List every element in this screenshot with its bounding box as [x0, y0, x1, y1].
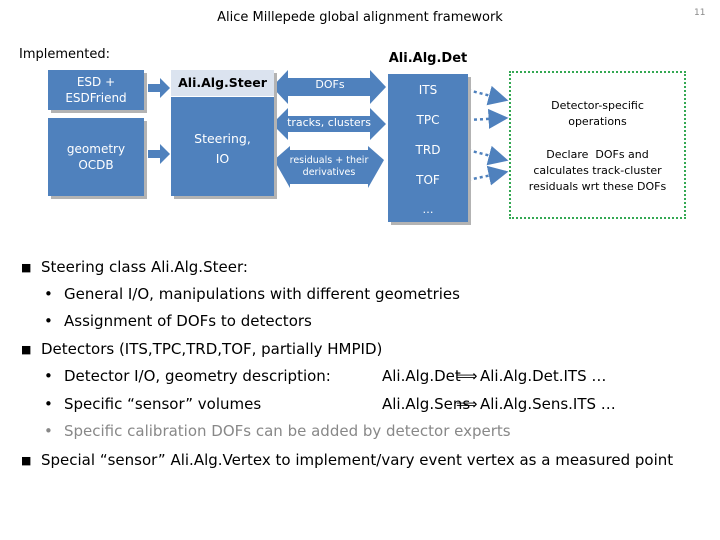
detector-ops-box: Detector-specific operations Declare DOF…	[509, 71, 686, 219]
det-box: ITS TPC TRD TOF …	[388, 74, 468, 222]
square-bullet-icon: ■	[21, 261, 32, 274]
residuals-arrow	[274, 146, 384, 188]
esd-arrow	[148, 78, 170, 98]
det-tof: TOF	[416, 173, 440, 187]
square-bullet-icon: ■	[21, 454, 32, 467]
steer-box: Ali.Alg.Steer Steering, IO	[171, 70, 274, 196]
det-ellipsis: …	[422, 203, 434, 216]
implies-arrow-icon: ⟹	[456, 367, 478, 385]
diagram-connectors	[148, 70, 509, 188]
tracks-label: tracks, clusters	[287, 116, 371, 129]
geometry-box: geometry OCDB	[48, 118, 144, 196]
slide-title: Alice Millepede global alignment framewo…	[217, 10, 503, 25]
residuals-label: residuals + their derivatives	[289, 155, 369, 178]
tracks-arrow	[272, 108, 386, 140]
steer-title: Ali.Alg.Steer	[171, 70, 274, 97]
det-title: Ali.Alg.Det	[388, 51, 468, 66]
green-top-text: Detector-specific operations	[551, 99, 644, 128]
det-trd: TRD	[415, 143, 441, 157]
square-bullet-icon: ■	[21, 343, 32, 356]
steer-body: Steering, IO	[194, 131, 251, 166]
dofs-label: DOFs	[315, 78, 345, 91]
dofs-arrow	[272, 70, 386, 104]
det-tpc: TPC	[416, 113, 440, 127]
implies-arrow-icon: ⟹	[456, 395, 478, 413]
det-its: ITS	[418, 83, 438, 97]
green-bottom-text: Declare DOFs and calculates track-cluste…	[528, 148, 667, 193]
esd-box: ESD + ESDFriend	[48, 70, 144, 110]
geometry-arrow	[148, 144, 170, 164]
page-number: 11	[694, 8, 706, 18]
implemented-label: Implemented:	[19, 47, 110, 62]
